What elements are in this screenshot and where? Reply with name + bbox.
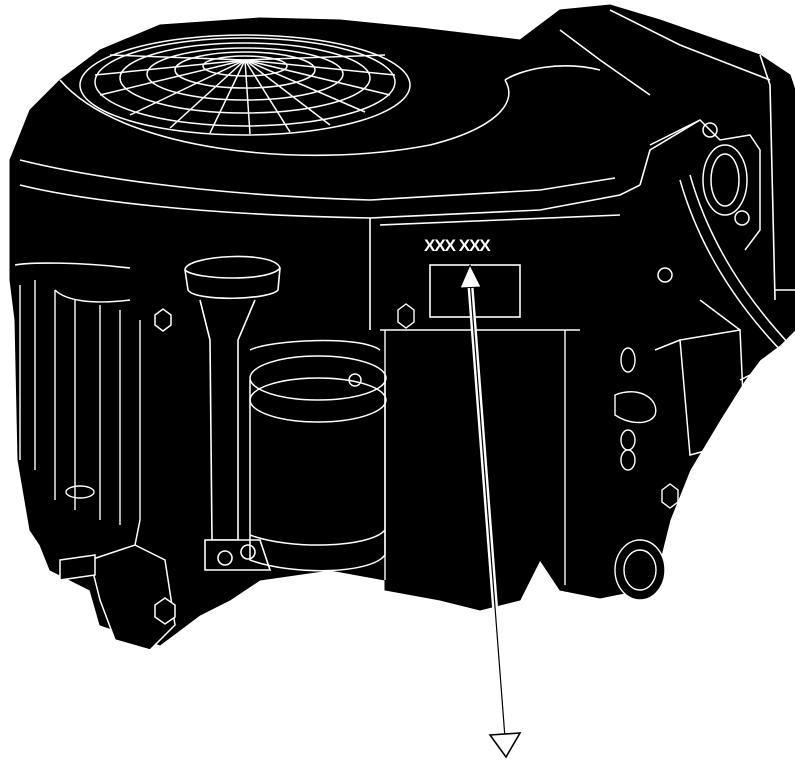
side-fittings	[384, 330, 679, 601]
serial-label-text: XXX XXX	[424, 236, 491, 255]
arrow-pointer	[459, 263, 522, 759]
oil-filter	[249, 339, 387, 572]
shroud-outlines	[14, 9, 776, 331]
cylinder-fins	[19, 280, 141, 525]
grille	[79, 34, 411, 136]
arrow-head-icon	[459, 263, 482, 289]
arrow-tail-icon	[488, 732, 522, 759]
carburetor	[649, 119, 795, 456]
dipstick	[184, 255, 281, 571]
bolt-icon	[397, 303, 415, 329]
mount-foot	[59, 308, 176, 651]
